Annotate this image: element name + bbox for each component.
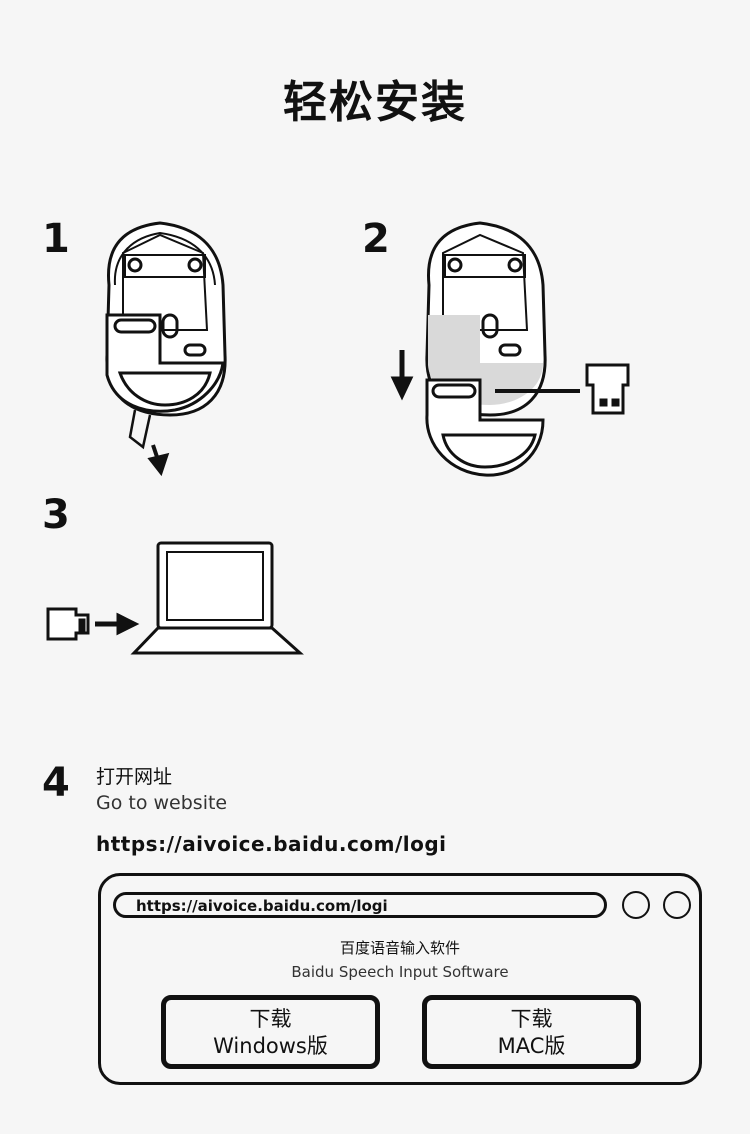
step-3-number: 3 — [42, 492, 70, 538]
website-url[interactable]: https://aivoice.baidu.com/logi — [96, 832, 447, 856]
software-name-cn: 百度语音输入软件 — [339, 939, 460, 957]
step-4-label-cn: 打开网址 — [96, 766, 173, 788]
window-control-circle-icon — [663, 891, 691, 919]
download-windows-button[interactable]: 下载 Windows版 — [161, 995, 380, 1069]
download-windows-line2: Windows版 — [213, 1034, 328, 1058]
window-control-circle-icon — [622, 891, 650, 919]
download-mac-line2: MAC版 — [497, 1034, 566, 1058]
browser-window-illustration — [98, 873, 702, 1085]
step-4-label-en: Go to website — [96, 792, 228, 814]
plug-receiver-laptop-illustration — [46, 541, 304, 655]
step-4-number: 4 — [42, 760, 70, 806]
address-bar-url: https://aivoice.baidu.com/logi — [136, 897, 388, 915]
mouse-open-cover-illustration — [105, 221, 227, 477]
download-windows-line1: 下载 — [249, 1007, 292, 1031]
download-mac-button[interactable]: 下载 MAC版 — [422, 995, 641, 1069]
address-bar[interactable]: https://aivoice.baidu.com/logi — [113, 892, 607, 918]
step-2-number: 2 — [362, 216, 390, 262]
insert-receiver-illustration — [390, 221, 630, 477]
step-1-number: 1 — [42, 216, 70, 262]
page-title: 轻松安装 — [283, 77, 467, 128]
download-mac-line1: 下载 — [510, 1007, 553, 1031]
software-name-en: Baidu Speech Input Software — [291, 963, 509, 981]
